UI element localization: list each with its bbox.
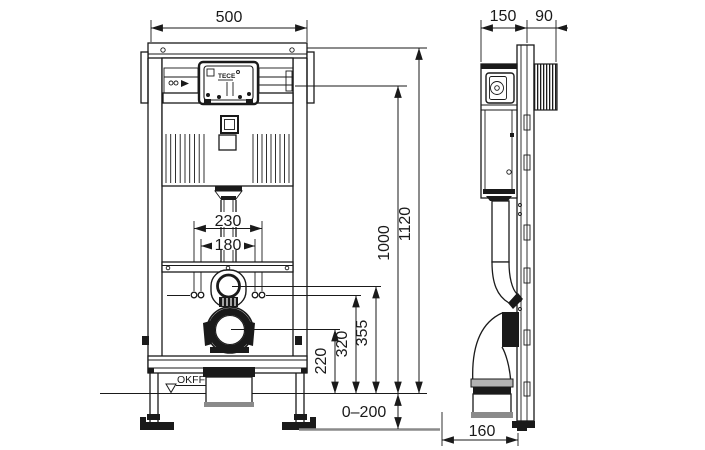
wall-section-hatch xyxy=(533,63,558,111)
dim-label: 90 xyxy=(535,8,553,25)
dim-depth-150: 150 xyxy=(480,8,557,62)
dim-rod-spacing-outer: 230 xyxy=(193,212,263,291)
flush-bend-front xyxy=(210,269,247,308)
floor-level: OKFF xyxy=(100,374,427,394)
dim-label: 1000 xyxy=(376,225,393,261)
rib-group-left xyxy=(165,134,205,183)
wall-rail-foot xyxy=(512,421,535,431)
dim-height-320: 320 xyxy=(334,295,360,394)
wall-rail-side xyxy=(516,44,535,422)
waste-outlet-front xyxy=(203,306,340,354)
dim-label: 500 xyxy=(216,9,243,26)
dim-label: 230 xyxy=(215,213,242,230)
dim-depth-90: 90 xyxy=(527,8,568,32)
dim-height-1120: 1120 xyxy=(307,47,427,394)
cistern-side xyxy=(480,63,518,201)
brand-logo: TECE xyxy=(218,73,236,80)
dim-feet-range: 0–200 xyxy=(342,394,402,429)
side-view: 150 90 xyxy=(441,8,568,446)
dim-label: 0–200 xyxy=(342,404,387,421)
flush-pipe-side xyxy=(491,200,523,309)
dim-label: 160 xyxy=(469,423,496,440)
dim-height-355: 355 xyxy=(354,286,380,394)
dim-label: 320 xyxy=(334,331,351,358)
waste-socket-front xyxy=(203,367,255,407)
front-view: TECE xyxy=(100,9,440,431)
threaded-rod-ends xyxy=(167,291,361,299)
dim-label: 355 xyxy=(354,320,371,347)
adjustable-feet xyxy=(140,373,316,430)
dim-label: 150 xyxy=(490,8,517,25)
dim-bottom-160: 160 xyxy=(441,412,519,446)
floor-level-label: OKFF xyxy=(177,374,205,386)
dim-label: 180 xyxy=(215,237,242,254)
rib-group-right xyxy=(252,134,290,183)
inspection-box: TECE xyxy=(197,60,260,106)
dim-height-1000: 1000 xyxy=(295,85,407,394)
dim-label: 1120 xyxy=(397,207,414,242)
dim-label: 220 xyxy=(313,348,330,375)
dim-width-500: 500 xyxy=(150,9,308,42)
cistern-front: TECE xyxy=(161,57,294,263)
waste-bend-side xyxy=(470,312,519,418)
dim-height-220: 220 xyxy=(313,329,339,394)
